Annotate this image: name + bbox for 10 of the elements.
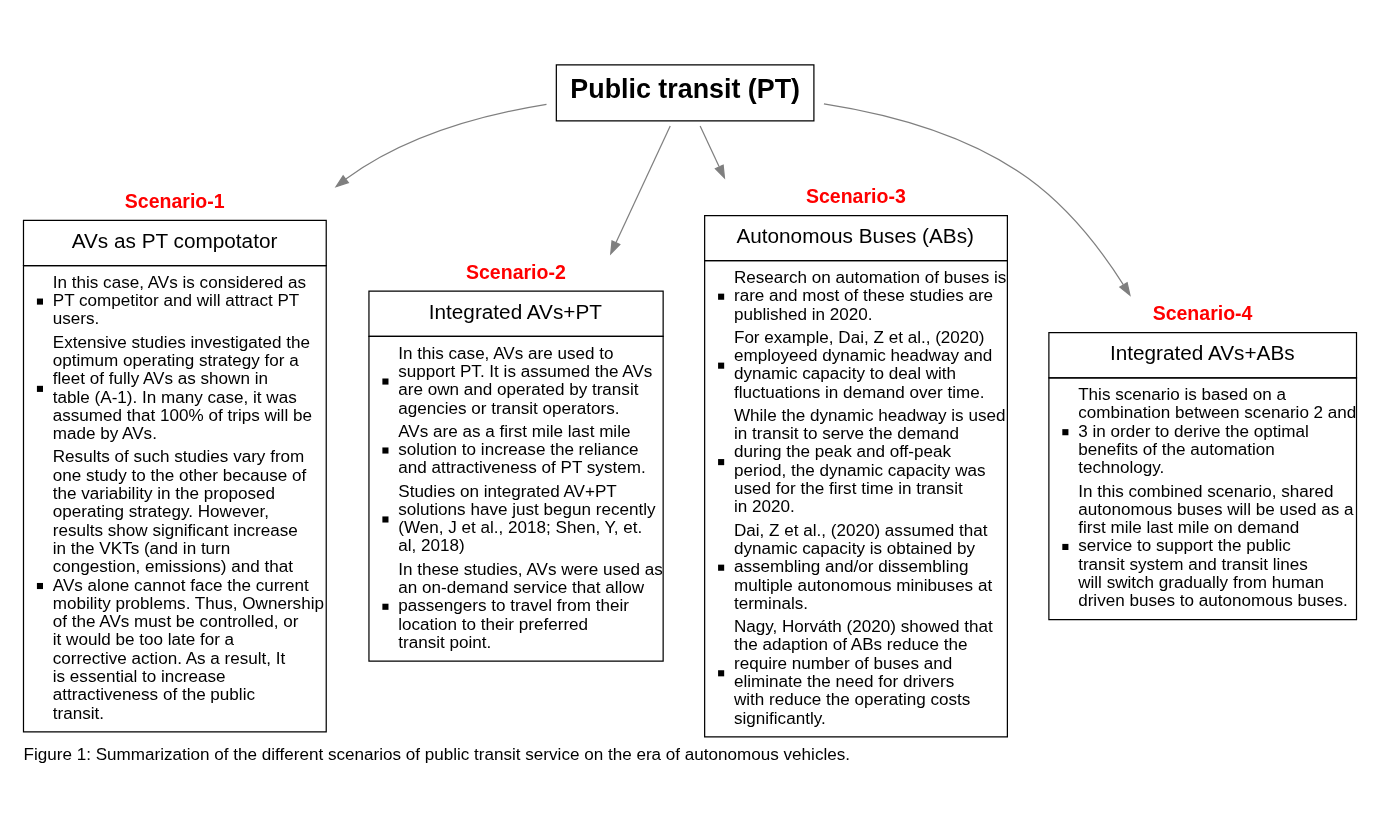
- arrow: [334, 103, 548, 188]
- node-label: Scenario-4: [1152, 301, 1253, 324]
- caption: Figure 1: Summarization of the different scenarios of public transit service on the era of autonomous vehicles.: [23, 744, 851, 764]
- node-label: Scenario-2: [466, 260, 566, 283]
- node-label: Scenario-1: [124, 189, 225, 212]
- arrow: [699, 124, 726, 180]
- node-label: Scenario-3: [805, 184, 906, 207]
- arrow: [823, 102, 1131, 297]
- node-box: Public transit (PT): [555, 63, 815, 122]
- arrow: [609, 124, 671, 255]
